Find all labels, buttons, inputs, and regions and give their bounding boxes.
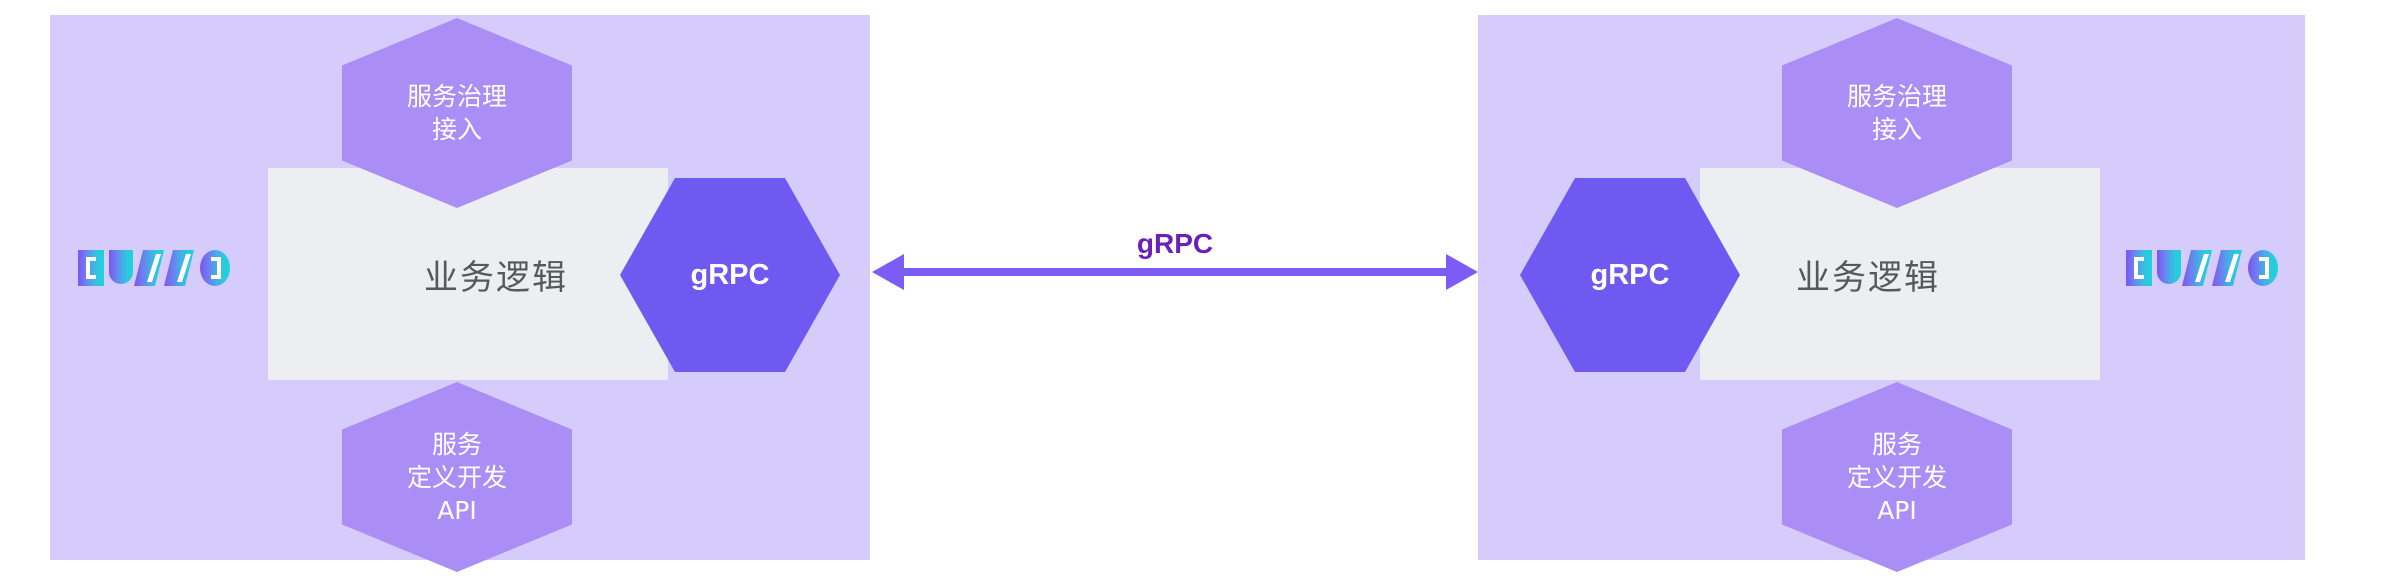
business-logic-box-right: 业务逻辑 (1700, 168, 2100, 380)
hexagon-grpc-label-right: gRPC (1590, 258, 1670, 291)
business-logic-label-right: 业务逻辑 (1796, 257, 1940, 298)
hexagon-service-governance-label-left: 服务治理 接入 (406, 82, 507, 144)
hexagon-service-definition-api-label-right: 服务 定义开发 API (1846, 429, 1947, 525)
dubbo-logo-right (2126, 250, 2278, 286)
hexagon-grpc-left: gRPC (620, 178, 840, 372)
grpc-double-arrow (872, 254, 1478, 290)
hexagon-service-governance-label-right: 服务治理 接入 (1846, 82, 1947, 144)
hexagon-service-definition-api-label-left: 服务 定义开发 API (406, 429, 507, 525)
hexagon-service-governance-right: 服务治理 接入 (1782, 18, 2012, 208)
business-logic-label-left: 业务逻辑 (424, 257, 568, 298)
connector-grpc-label: gRPC (1136, 228, 1214, 259)
arrow-head-left (872, 254, 904, 290)
arrow-head-right (1446, 254, 1478, 290)
hexagon-service-definition-api-right: 服务 定义开发 API (1782, 382, 2012, 572)
hexagon-grpc-label-left: gRPC (690, 258, 770, 291)
dubbo-logo-left (78, 250, 230, 286)
